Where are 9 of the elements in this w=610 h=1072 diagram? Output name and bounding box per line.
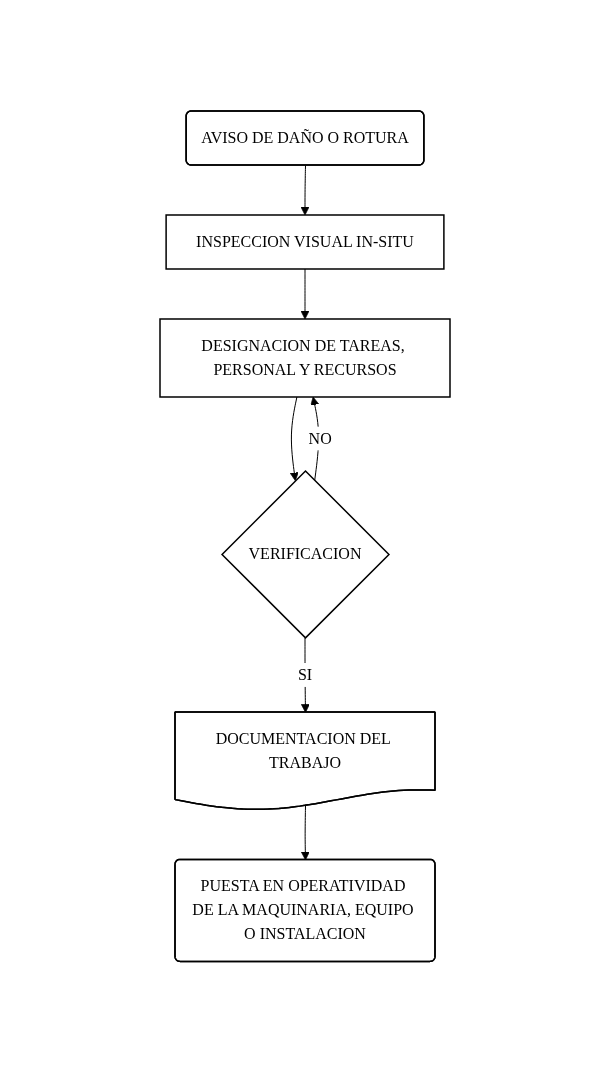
arrow xyxy=(300,805,310,861)
node-diamond: VERIFICACION xyxy=(221,469,390,639)
arrow xyxy=(300,164,310,216)
arrow xyxy=(300,268,310,320)
node-box: DESIGNACION DE TAREAS, PERSONAL Y RECURSOS xyxy=(159,318,451,398)
edge-label: SI xyxy=(297,665,313,683)
node-box: INSPECCION VISUAL IN-SITU xyxy=(165,214,445,270)
edge-label: NO xyxy=(308,429,332,447)
arrow xyxy=(289,396,299,481)
